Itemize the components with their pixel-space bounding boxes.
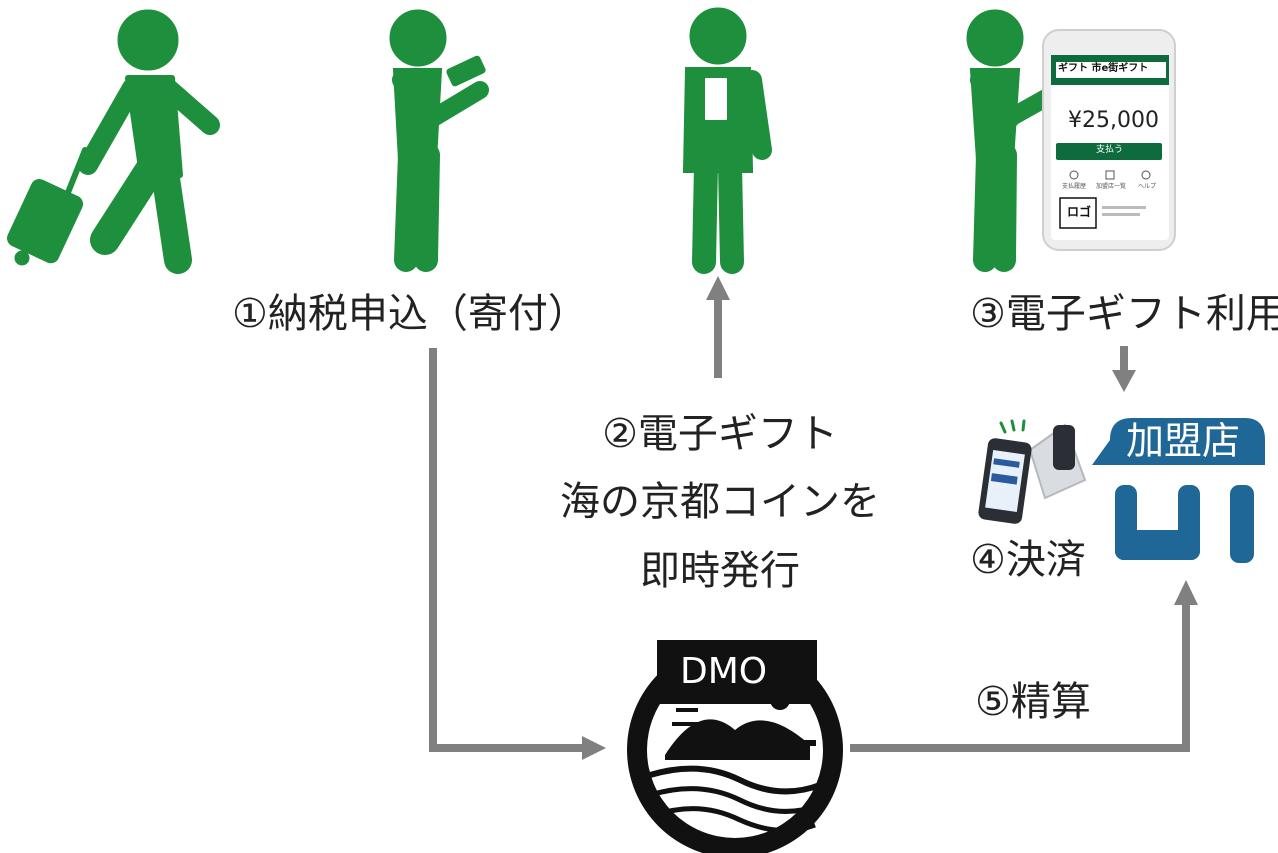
- phone-app-balance: ¥25,000: [1068, 108, 1159, 133]
- flow-arrows: [429, 276, 1198, 760]
- step3-label: ③電子ギフト利用: [970, 291, 1278, 337]
- arrow-dmo-to-store: [850, 605, 1190, 752]
- arrow-step1-to-dmo: [429, 348, 582, 752]
- person-phone-icon: [389, 9, 489, 272]
- phone-app-nav-history[interactable]: 支払履歴: [1062, 183, 1087, 190]
- dmo-label: DMO: [680, 651, 768, 692]
- dmo-logo-icon: [627, 640, 843, 853]
- traveler-icon: [7, 9, 220, 274]
- step5-label: ⑤精算: [975, 679, 1091, 725]
- phone-app-nav-stores[interactable]: 加盟店一覧: [1096, 183, 1127, 190]
- person-holding-phone-icon: [682, 7, 772, 274]
- step4-label: ④決済: [970, 537, 1086, 583]
- phone-app-pay-button[interactable]: 支払う: [1096, 145, 1124, 155]
- step2-line3: 即時発行: [640, 548, 800, 594]
- phone-app-logo-box: ロゴ: [1067, 205, 1092, 219]
- phone-mockup: [1042, 29, 1176, 251]
- phone-app-nav-help[interactable]: ヘルプ: [1138, 183, 1157, 190]
- step1-label: ①納税申込（寄付）: [232, 291, 588, 337]
- store-icon: [1092, 418, 1265, 563]
- step2-line1: ②電子ギフト: [602, 411, 838, 457]
- phone-app-header: ギフト 市e街ギフト: [1058, 63, 1149, 74]
- step2-line2: 海の京都コインを: [560, 479, 880, 525]
- payment-terminal-icon: [978, 419, 1087, 524]
- person-phone-icon: [966, 9, 1069, 272]
- store-sign: 加盟店: [1126, 419, 1241, 463]
